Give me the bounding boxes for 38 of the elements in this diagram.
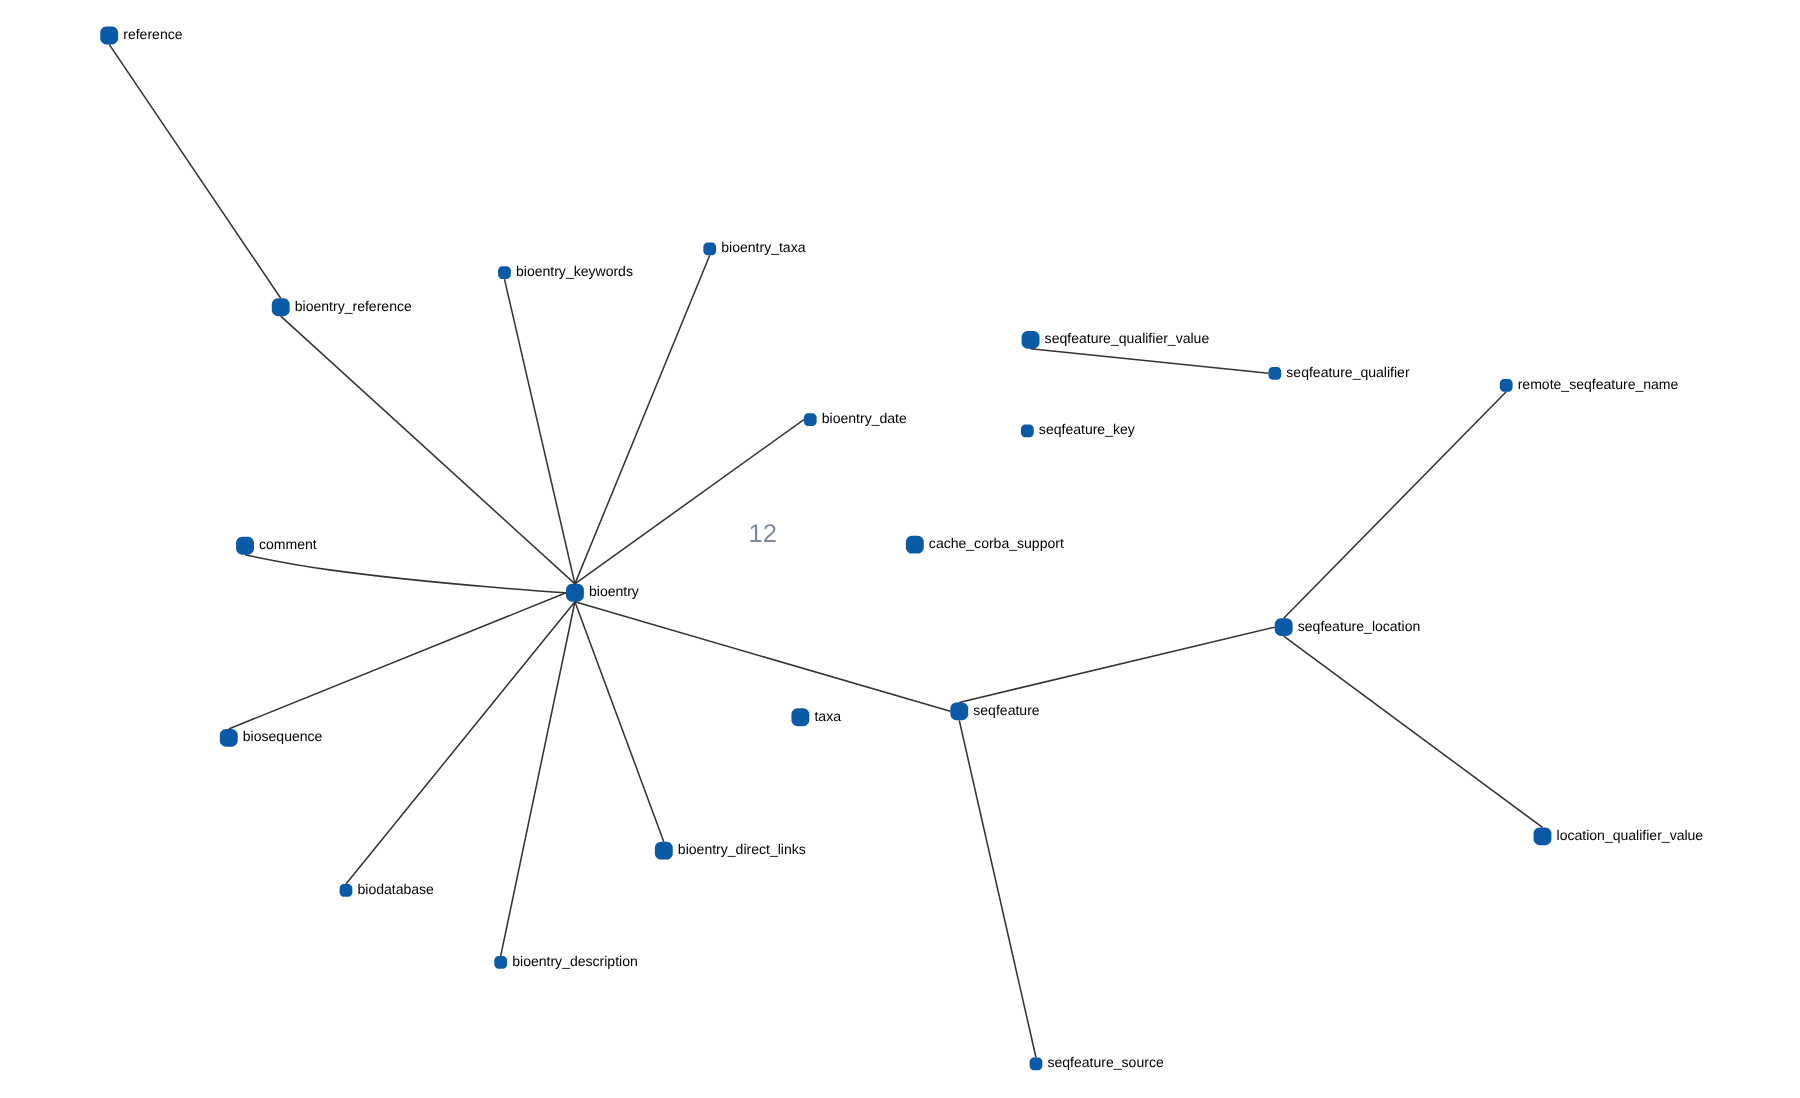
connector [958,626,1276,704]
node-circle [905,535,924,554]
node-circle [339,884,353,897]
connector [574,601,952,713]
connector [574,601,665,843]
node-circle [271,298,290,317]
node-circle [219,728,238,747]
connector [574,418,805,585]
connector [1029,348,1270,375]
node-circle [1029,1057,1043,1071]
connector [279,315,576,585]
connector [499,601,576,957]
node-circle [498,266,511,280]
node-circle [654,841,673,860]
connector [1282,635,1544,829]
node-circle [791,708,810,727]
node-circle [100,26,119,45]
node-circle [703,242,717,256]
node-circle [803,413,817,426]
connector [1282,391,1507,619]
node-circle [236,536,254,555]
node-circle [565,583,584,602]
connector [503,278,576,585]
node-circle [1533,827,1552,846]
node-circle [1021,330,1040,349]
connector [108,43,282,300]
node-circle [1499,379,1513,392]
connector [574,254,711,585]
connector [228,592,567,730]
connector [244,554,567,594]
connector [958,719,1037,1059]
node-circle [494,955,508,969]
node-circle [950,702,969,721]
node-circle [1274,618,1293,637]
connector [345,601,576,885]
label: 12 [748,518,777,549]
node-circle [1268,366,1282,380]
node-circle [1020,424,1034,438]
